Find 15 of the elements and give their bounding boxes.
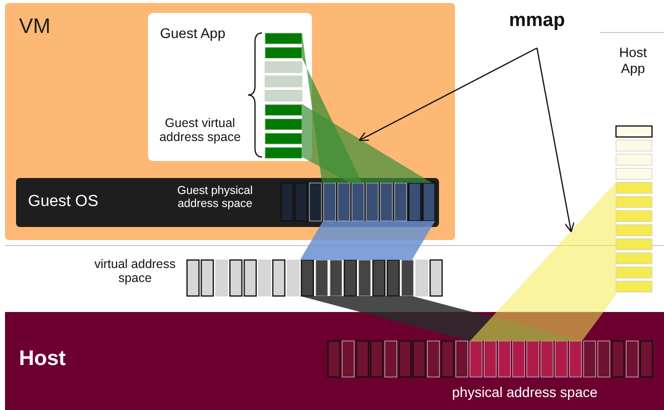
mapping-label: mmap <box>509 10 565 32</box>
region-label: virtual address space <box>93 257 177 286</box>
box-title: Guest App <box>160 25 226 42</box>
leader-arrow <box>358 47 538 141</box>
panel-title: VM <box>19 15 50 40</box>
column-title: Host App <box>618 45 648 76</box>
mapping-band <box>300 296 582 341</box>
band-title: Host <box>19 347 66 372</box>
region-label: Guest physical address space <box>176 185 254 212</box>
mapping-band <box>300 221 435 260</box>
leader-arrow <box>536 48 575 232</box>
region-label: physical address space <box>452 384 598 400</box>
bar-title: Guest OS <box>28 193 98 212</box>
region-label: Guest virtual address space <box>158 116 242 145</box>
mapping-band <box>470 182 616 341</box>
